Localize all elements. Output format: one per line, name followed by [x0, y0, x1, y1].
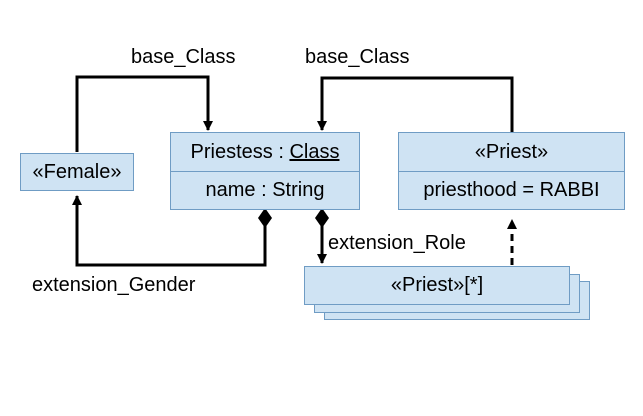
priest-multi-label: «Priest»[*]	[390, 274, 484, 296]
extension-gender-connector	[72, 195, 267, 267]
extension-role-diamond	[315, 208, 329, 228]
priestess-class-box: Priestess : Class name : String	[170, 132, 360, 210]
base-class-right-connector	[317, 76, 514, 132]
female-box: «Female»	[20, 153, 134, 191]
female-stereotype: «Female»	[32, 160, 122, 183]
extension-gender-diamond	[258, 208, 272, 228]
priestess-name: Priestess	[190, 140, 273, 163]
priest-stereotype: «Priest»	[474, 140, 549, 163]
priest-attribute: priesthood = RABBI	[399, 171, 624, 209]
base-class-left-label: base_Class	[131, 46, 236, 68]
base-class-right-label: base_Class	[305, 46, 410, 68]
extension-gender-label: extension_Gender	[32, 274, 196, 296]
priestess-header: Priestess : Class	[171, 133, 359, 171]
base-class-left-connector	[75, 75, 213, 152]
priestess-attribute: name : String	[171, 171, 359, 209]
priestess-classifier: Class	[289, 140, 340, 163]
priest-stereotype-box: «Priest» priesthood = RABBI	[398, 132, 625, 210]
extension-role-label: extension_Role	[328, 232, 466, 254]
priestess-separator: :	[272, 140, 290, 163]
priest-multi-box: «Priest»[*]	[304, 266, 570, 305]
